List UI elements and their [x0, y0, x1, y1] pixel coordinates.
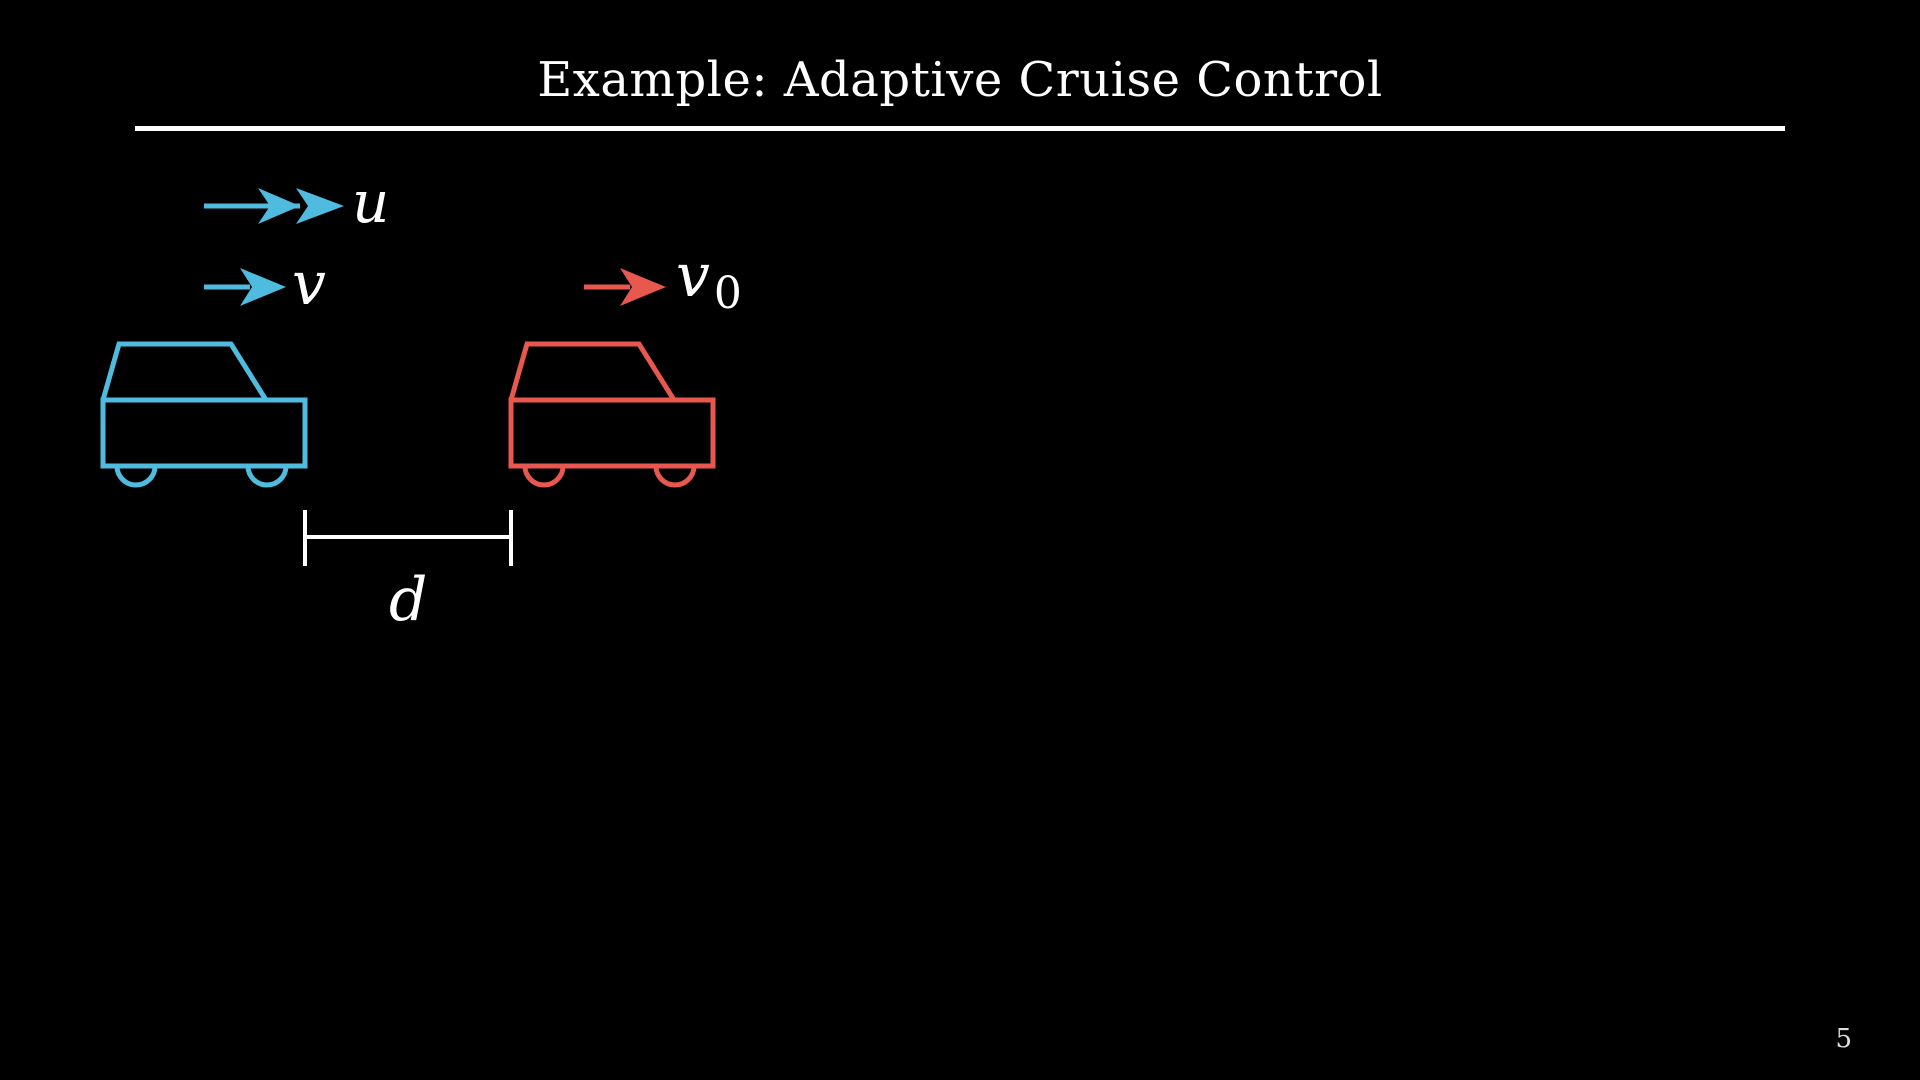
arrow-right-icon: [584, 268, 666, 306]
ego-velocity-arrow: v: [204, 249, 326, 319]
lead-velocity-arrow: v 0: [584, 241, 742, 319]
input-label-u: u: [352, 168, 389, 236]
title-divider: [135, 126, 1785, 131]
page-number: 5: [1835, 1024, 1852, 1054]
ego-velocity-label: v: [292, 249, 326, 319]
ego-car-icon: [100, 341, 308, 488]
distance-bracket: [303, 510, 513, 566]
lead-velocity-base: v: [676, 241, 710, 311]
lead-velocity-label: v 0: [676, 241, 742, 319]
lead-velocity-subscript: 0: [714, 268, 742, 319]
slide-title: Example: Adaptive Cruise Control: [537, 52, 1383, 108]
lead-car-icon: [508, 341, 716, 488]
distance-label: d: [389, 565, 427, 635]
input-arrow-u: u: [204, 168, 389, 236]
double-arrow-icon: [204, 188, 344, 224]
arrow-right-icon: [204, 268, 286, 306]
